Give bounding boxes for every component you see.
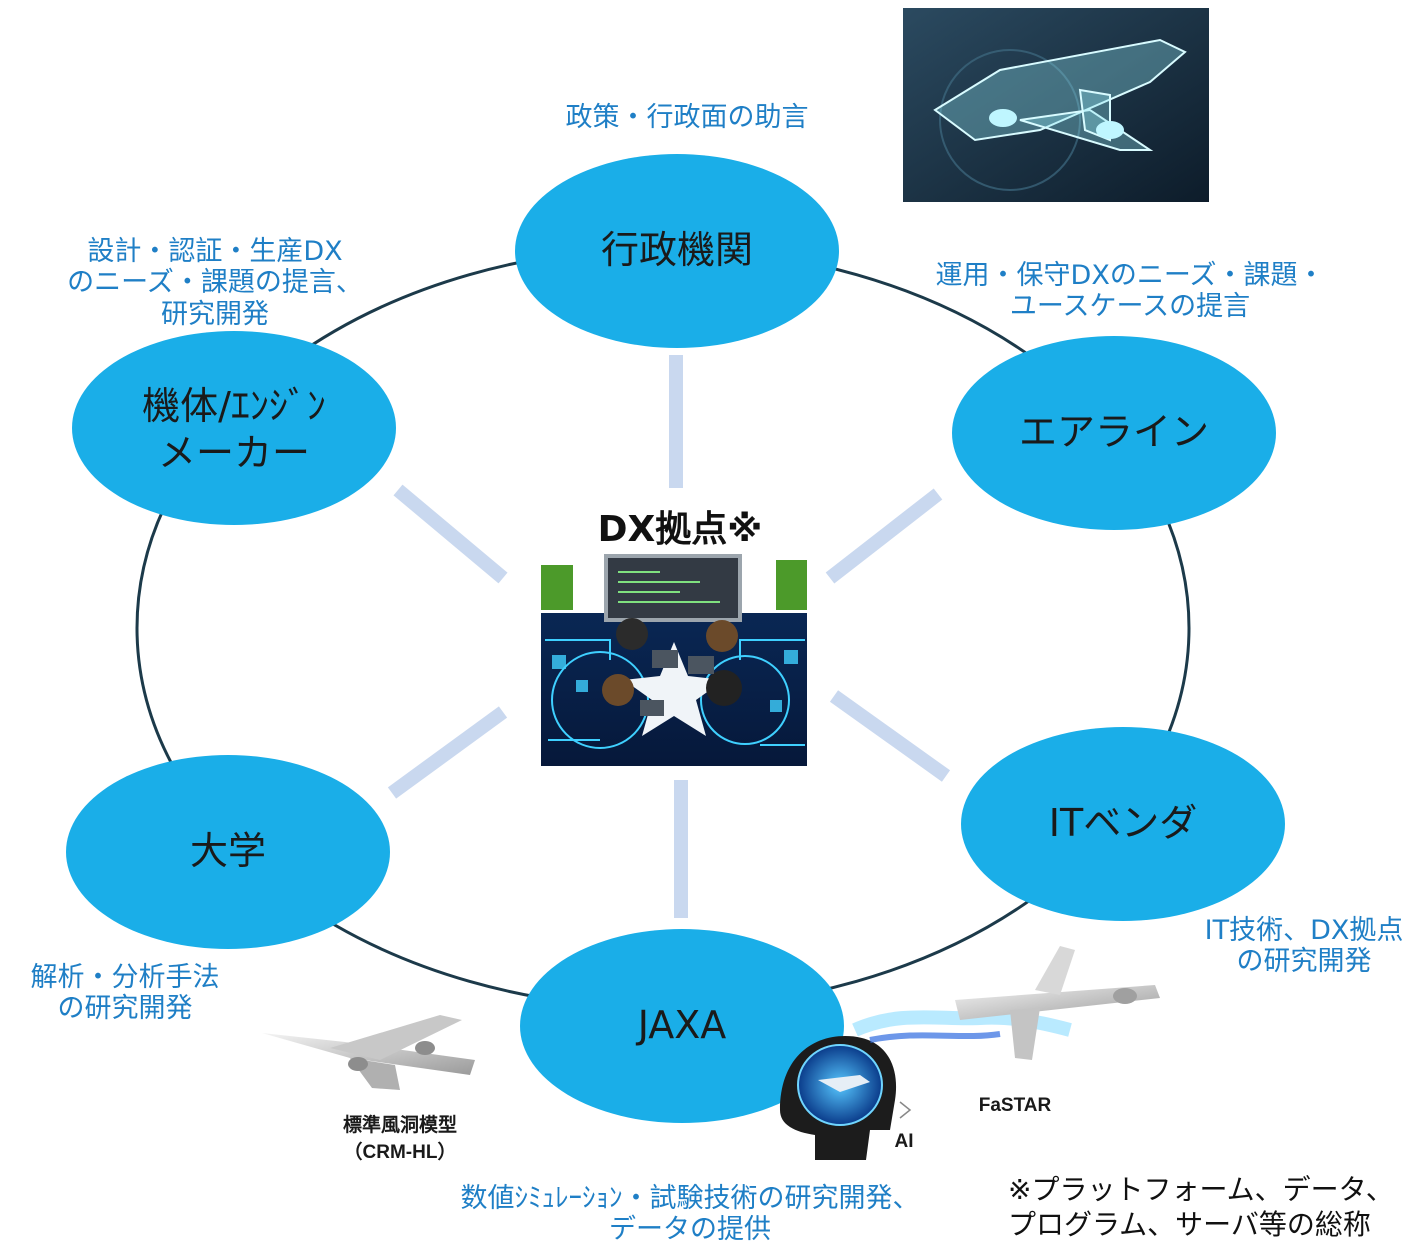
node-maker-text-2: メーカー bbox=[157, 431, 310, 475]
node-airline bbox=[952, 336, 1276, 530]
aircraft-airflow-icon bbox=[852, 946, 1160, 1060]
desc-maker-line-2: のニーズ・課題の提言、 bbox=[67, 267, 363, 299]
footnote-line-2: プログラム、サーバ等の総称 bbox=[1008, 1208, 1371, 1241]
spoke-univ bbox=[387, 706, 508, 799]
spoke-itvendor bbox=[829, 690, 951, 782]
desc-itvendor-line-1: IT技術、DX拠点 bbox=[1204, 915, 1404, 946]
desc-univ-line-1: 解析・分析手法 bbox=[30, 962, 220, 993]
fastar-label: FaSTAR bbox=[978, 1095, 1052, 1116]
node-univ-text: 大学 bbox=[189, 829, 266, 874]
node-gov bbox=[515, 154, 839, 348]
desc-univ: 解析・分析手法 の研究開発 bbox=[10, 962, 240, 1025]
node-label-jaxa: JAXA bbox=[522, 981, 842, 1071]
spoke-airline bbox=[825, 488, 943, 584]
desc-airline: 運用・保守DXのニーズ・課題・ ユースケースの提言 bbox=[920, 260, 1340, 323]
model-name: 標準風洞模型 bbox=[342, 1115, 457, 1136]
desc-jaxa-line-1: 数値ｼﾐｭﾚｰｼｮﾝ・試験技術の研究開発、 bbox=[460, 1183, 920, 1214]
digital-aircraft-image bbox=[903, 8, 1209, 202]
node-label-maker: 機体/ｴﾝｼﾞﾝ メーカー bbox=[74, 380, 394, 480]
node-jaxa-text: JAXA bbox=[637, 1003, 727, 1048]
footnote: ※プラットフォーム、データ、 プログラム、サーバ等の総称 bbox=[1008, 1172, 1418, 1242]
desc-gov: 政策・行政面の助言 bbox=[537, 102, 837, 133]
node-itvendor-text: ITベンダ bbox=[1048, 801, 1198, 846]
node-label-itvendor: ITベンダ bbox=[963, 779, 1283, 869]
desc-jaxa-line-2: データの提供 bbox=[609, 1214, 771, 1246]
node-gov-text: 行政機関 bbox=[600, 228, 753, 273]
desc-univ-line-2: の研究開発 bbox=[57, 993, 193, 1025]
node-univ bbox=[66, 755, 390, 949]
desc-maker-line-1: 設計・認証・生産DX bbox=[87, 236, 343, 267]
desc-itvendor-line-2: の研究開発 bbox=[1236, 946, 1372, 978]
node-maker-text-1: 機体/ｴﾝｼﾞﾝ bbox=[142, 383, 326, 428]
desc-maker-line-3: 研究開発 bbox=[161, 298, 269, 330]
model-code: （CRM-HL） bbox=[343, 1142, 457, 1163]
desc-jaxa: 数値ｼﾐｭﾚｰｼｮﾝ・試験技術の研究開発、 データの提供 bbox=[400, 1183, 980, 1246]
node-label-airline: エアライン bbox=[954, 388, 1274, 478]
node-label-univ: 大学 bbox=[68, 807, 388, 897]
node-itvendor bbox=[961, 727, 1285, 921]
hub-spokes bbox=[387, 355, 951, 918]
desc-airline-line-2: ユースケースの提言 bbox=[1009, 291, 1251, 323]
ai-brain-head-icon bbox=[780, 1036, 912, 1160]
meeting-network-illustration bbox=[541, 553, 807, 766]
footnote-line-1: ※プラットフォーム、データ、 bbox=[1008, 1173, 1394, 1206]
desc-gov-line-1: 政策・行政面の助言 bbox=[565, 102, 809, 133]
desc-maker: 設計・認証・生産DX のニーズ・課題の提言、 研究開発 bbox=[50, 236, 380, 330]
hub-title: DX拠点※ bbox=[597, 509, 763, 550]
desc-airline-line-1: 運用・保守DXのニーズ・課題・ bbox=[935, 260, 1325, 291]
model-label: 標準風洞模型 （CRM-HL） bbox=[300, 1110, 500, 1164]
node-airline-text: エアライン bbox=[1018, 410, 1209, 455]
spoke-maker bbox=[393, 484, 508, 584]
node-jaxa bbox=[520, 929, 844, 1123]
node-label-gov: 行政機関 bbox=[517, 206, 837, 296]
aircraft-model-icon bbox=[262, 1015, 475, 1090]
node-maker bbox=[72, 331, 396, 525]
desc-itvendor: IT技術、DX拠点 の研究開発 bbox=[1184, 915, 1424, 978]
ai-label: AI bbox=[894, 1131, 914, 1152]
